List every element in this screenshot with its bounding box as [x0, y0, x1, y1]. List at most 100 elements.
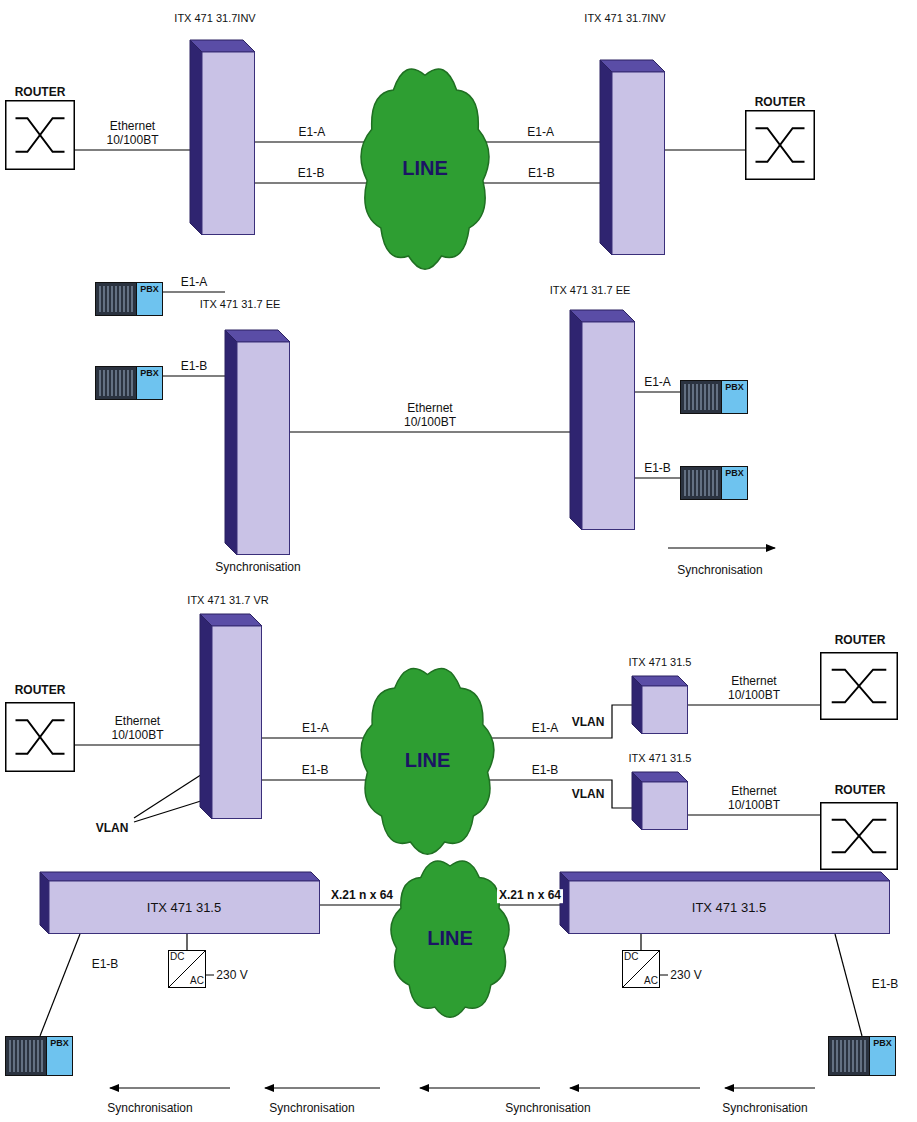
connector-label: E1-A [297, 126, 328, 140]
pbx-slot [716, 470, 717, 496]
node-shape [820, 802, 898, 870]
connector-line [640, 934, 641, 950]
pbx-slot [37, 1040, 38, 1072]
router-symbol [16, 118, 65, 152]
pbx-body [829, 1037, 870, 1076]
converter-diagonal [623, 951, 660, 988]
device-front-face [612, 72, 665, 255]
pbx-slot [836, 1040, 837, 1072]
power-lead [660, 975, 668, 976]
device-front-face [642, 686, 688, 734]
line-cloud: LINE [360, 665, 495, 855]
converter-label: AC [644, 976, 658, 986]
vlan-label: VLAN [572, 715, 605, 729]
pbx-slot [692, 470, 693, 496]
device-label: ITX 471 31.5 [147, 900, 221, 915]
connector-label: X.21 n x 64 [497, 889, 563, 903]
device-front-face [212, 626, 262, 819]
connector-label: Ethernet 10/100BT [392, 402, 468, 430]
connector-line [75, 744, 200, 745]
annotation-label: Synchronisation [107, 1101, 192, 1115]
converter-outline [623, 951, 660, 988]
device-heading: ITX 471 31.7INV [584, 12, 665, 24]
connector-line [688, 814, 820, 815]
node-shape [190, 40, 255, 235]
connector-line [262, 737, 369, 738]
pbx-slot [103, 286, 104, 312]
router-box: ROUTER [5, 702, 75, 772]
pbx-slot [840, 1040, 841, 1072]
sync-arrow [725, 1087, 815, 1088]
node-shape [225, 330, 290, 555]
connector-line [262, 779, 368, 780]
connector-line [635, 477, 680, 478]
connector-line [255, 141, 369, 142]
pbx-icon: PBX [680, 380, 748, 414]
connector-label: E1-A [525, 126, 556, 140]
pbx-slot [688, 470, 689, 496]
pbx-slot [17, 1040, 18, 1072]
annotation-label: Synchronisation [722, 1101, 807, 1115]
device-front-face [202, 52, 255, 235]
device-side-face [40, 872, 49, 934]
device-heading: ITX 471 31.5 [629, 752, 692, 764]
router-box: ROUTER [5, 100, 75, 170]
itx-small-device: ITX 471 31.5 [632, 772, 688, 830]
connector-label: E1-B [296, 167, 327, 181]
connector-line [290, 431, 570, 432]
connector-label: E1-B [90, 958, 121, 972]
device-heading: ROUTER [755, 95, 806, 109]
pbx-slot [115, 370, 116, 396]
connector-label: E1-A [300, 722, 331, 736]
converter-diagonal [169, 951, 206, 988]
pbx-slot [712, 470, 713, 496]
pbx-slot [99, 370, 100, 396]
device-heading: ITX 471 31.7INV [174, 12, 255, 24]
device-side-face [200, 614, 212, 819]
device-heading: ROUTER [835, 783, 886, 797]
itx-desktop-unit: ITX 471 31.5 [40, 872, 320, 934]
pbx-label: PBX [725, 469, 744, 478]
pbx-slot [25, 1040, 26, 1072]
pbx-slot [119, 370, 120, 396]
connector-line [487, 780, 632, 808]
connector-line [255, 182, 367, 183]
pbx-slot [708, 470, 709, 496]
device-heading: ITX 471 31.7 EE [550, 284, 631, 296]
pbx-body [681, 467, 722, 500]
device-side-face [632, 772, 642, 830]
pbx-slot [684, 470, 685, 496]
pbx-label: PBX [50, 1039, 69, 1048]
pbx-body [681, 381, 722, 414]
itx-small-device: ITX 471 31.5 [632, 676, 688, 734]
pbx-slot [856, 1040, 857, 1072]
connector-label: E1-B [526, 167, 557, 181]
device-front-face [642, 782, 688, 830]
connector-label: E1-B [530, 764, 561, 778]
router-outline [821, 653, 898, 720]
converter-outline [169, 951, 206, 988]
pbx-slot [716, 384, 717, 410]
power-lead [206, 975, 214, 976]
router-outline [6, 101, 75, 170]
annotation-label: Synchronisation [505, 1101, 590, 1115]
device-front-face [582, 322, 635, 530]
device-side-face [632, 676, 642, 734]
pbx-slot [692, 384, 693, 410]
connector-label: Ethernet 10/100BT [100, 715, 176, 743]
pbx-slot [9, 1040, 10, 1072]
connector-line [665, 149, 745, 150]
sync-arrow [265, 1087, 380, 1088]
cloud-shape [391, 861, 509, 1017]
pbx-slot [688, 384, 689, 410]
router-symbol [832, 820, 887, 853]
pbx-slot [844, 1040, 845, 1072]
pbx-panel [137, 283, 163, 316]
converter-label: DC [624, 952, 638, 962]
pbx-slot [103, 370, 104, 396]
pbx-slot [13, 1040, 14, 1072]
connector-line [481, 141, 600, 142]
node-shape [820, 652, 898, 720]
pbx-slot [700, 384, 701, 410]
